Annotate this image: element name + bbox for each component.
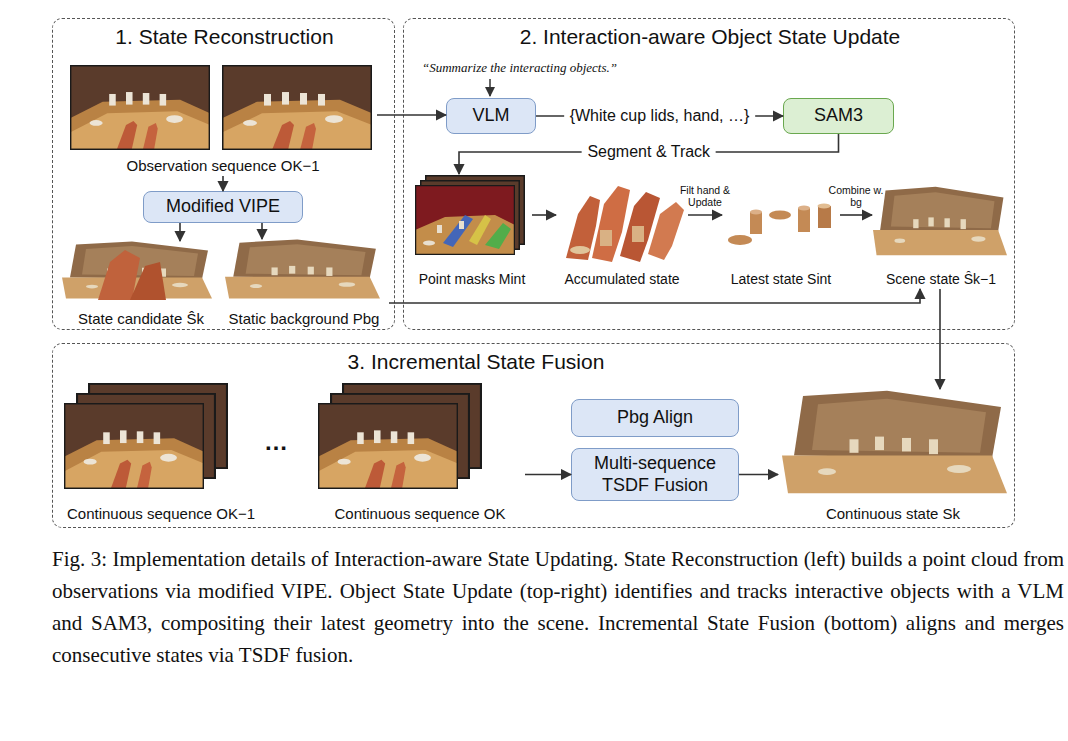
image-group: Latest state Sint [722, 199, 840, 289]
image-caption: Continuous state Sk [826, 505, 960, 524]
panel-heading: 3. Incremental State Fusion [53, 350, 899, 374]
process-box: SAM3 [783, 98, 894, 134]
process-box: Pbg Align [571, 399, 739, 437]
dashed-panel: 3. Incremental State FusionContinuous se… [52, 343, 1015, 528]
image-group: Continuous state Sk [778, 389, 1008, 524]
object-pieces [728, 204, 831, 246]
arrow-connector [222, 176, 224, 191]
static-background-cloud [225, 240, 380, 299]
arrow-connector [179, 223, 181, 241]
image-caption: Latest state Sint [731, 271, 831, 289]
hand-points [98, 250, 166, 300]
edge-label: Filt hand & Update [675, 185, 735, 208]
observation-frame [70, 65, 210, 150]
box-label: Modified VIPE [166, 196, 280, 218]
sequence-frame [318, 403, 458, 489]
image-group: Continuous sequence OK [315, 384, 525, 524]
ellipsis: … [264, 428, 288, 456]
image-caption: Continuous sequence OK [335, 505, 506, 524]
image-caption: Observation sequence OK−1 [126, 157, 319, 176]
figure-caption: Fig. 3: Implementation details of Intera… [52, 543, 1064, 671]
image-caption: Point masks Mint [419, 271, 526, 289]
arrow-connector [939, 289, 941, 389]
arrow-connector [261, 223, 263, 239]
continuous-state-cloud [782, 391, 1007, 494]
dashed-panel: 1. State ReconstructionObservation seque… [52, 18, 395, 330]
mask-frame [415, 185, 515, 255]
process-box: Modified VIPE [143, 191, 303, 223]
image-group: State candidate Ŝk [61, 241, 221, 329]
panel-heading: 1. State Reconstruction [53, 25, 396, 49]
image-group: Scene state Ŝk−1 [872, 184, 1010, 289]
image-group: Continuous sequence OK−1 [61, 384, 261, 524]
image-caption: Scene state Ŝk−1 [886, 271, 996, 289]
edge-label: Segment & Track [581, 143, 716, 161]
arrow-connector [377, 114, 446, 116]
image-group: Accumulated state [556, 179, 688, 289]
arrow-connector [688, 214, 722, 216]
panel-heading: 2. Interaction-aware Object State Update [404, 25, 1016, 49]
prompt-text: “Summarize the interacting objects.” [422, 60, 617, 76]
image-group: Point masks Mint [412, 174, 532, 289]
process-box: VLM [446, 98, 536, 134]
arrow-connector [536, 115, 783, 117]
image-caption: State candidate Ŝk [78, 310, 204, 329]
arrow-connector [840, 214, 872, 216]
accumulated-point-cloud [566, 186, 684, 262]
scene-state-cloud [873, 187, 1007, 255]
image-group: Observation sequence OK−1 [69, 64, 377, 176]
box-label: SAM3 [814, 105, 863, 127]
image-caption: Accumulated state [564, 271, 679, 289]
dashed-panel: 2. Interaction-aware Object State Update… [403, 18, 1015, 330]
image-caption: Continuous sequence OK−1 [67, 505, 255, 524]
arrow-connector [532, 214, 556, 216]
observation-frame [222, 65, 372, 150]
arrow-connector [459, 134, 839, 174]
arrow-connector [739, 474, 778, 476]
process-box: Multi-sequence TSDF Fusion [571, 448, 739, 501]
box-label: Pbg Align [617, 407, 693, 429]
box-label: VLM [472, 105, 509, 127]
prompt-arrow [489, 79, 491, 96]
image-group: Static background Pbg [219, 239, 389, 329]
edge-label: Combine w. bg [826, 185, 886, 208]
arrow-connector [389, 289, 920, 303]
edge-label: {White cup lids, hand, …} [564, 107, 756, 125]
sequence-frame [64, 403, 204, 489]
arrow-connector [525, 474, 571, 476]
box-label: Multi-sequence TSDF Fusion [578, 453, 732, 496]
image-caption: Static background Pbg [229, 310, 380, 329]
